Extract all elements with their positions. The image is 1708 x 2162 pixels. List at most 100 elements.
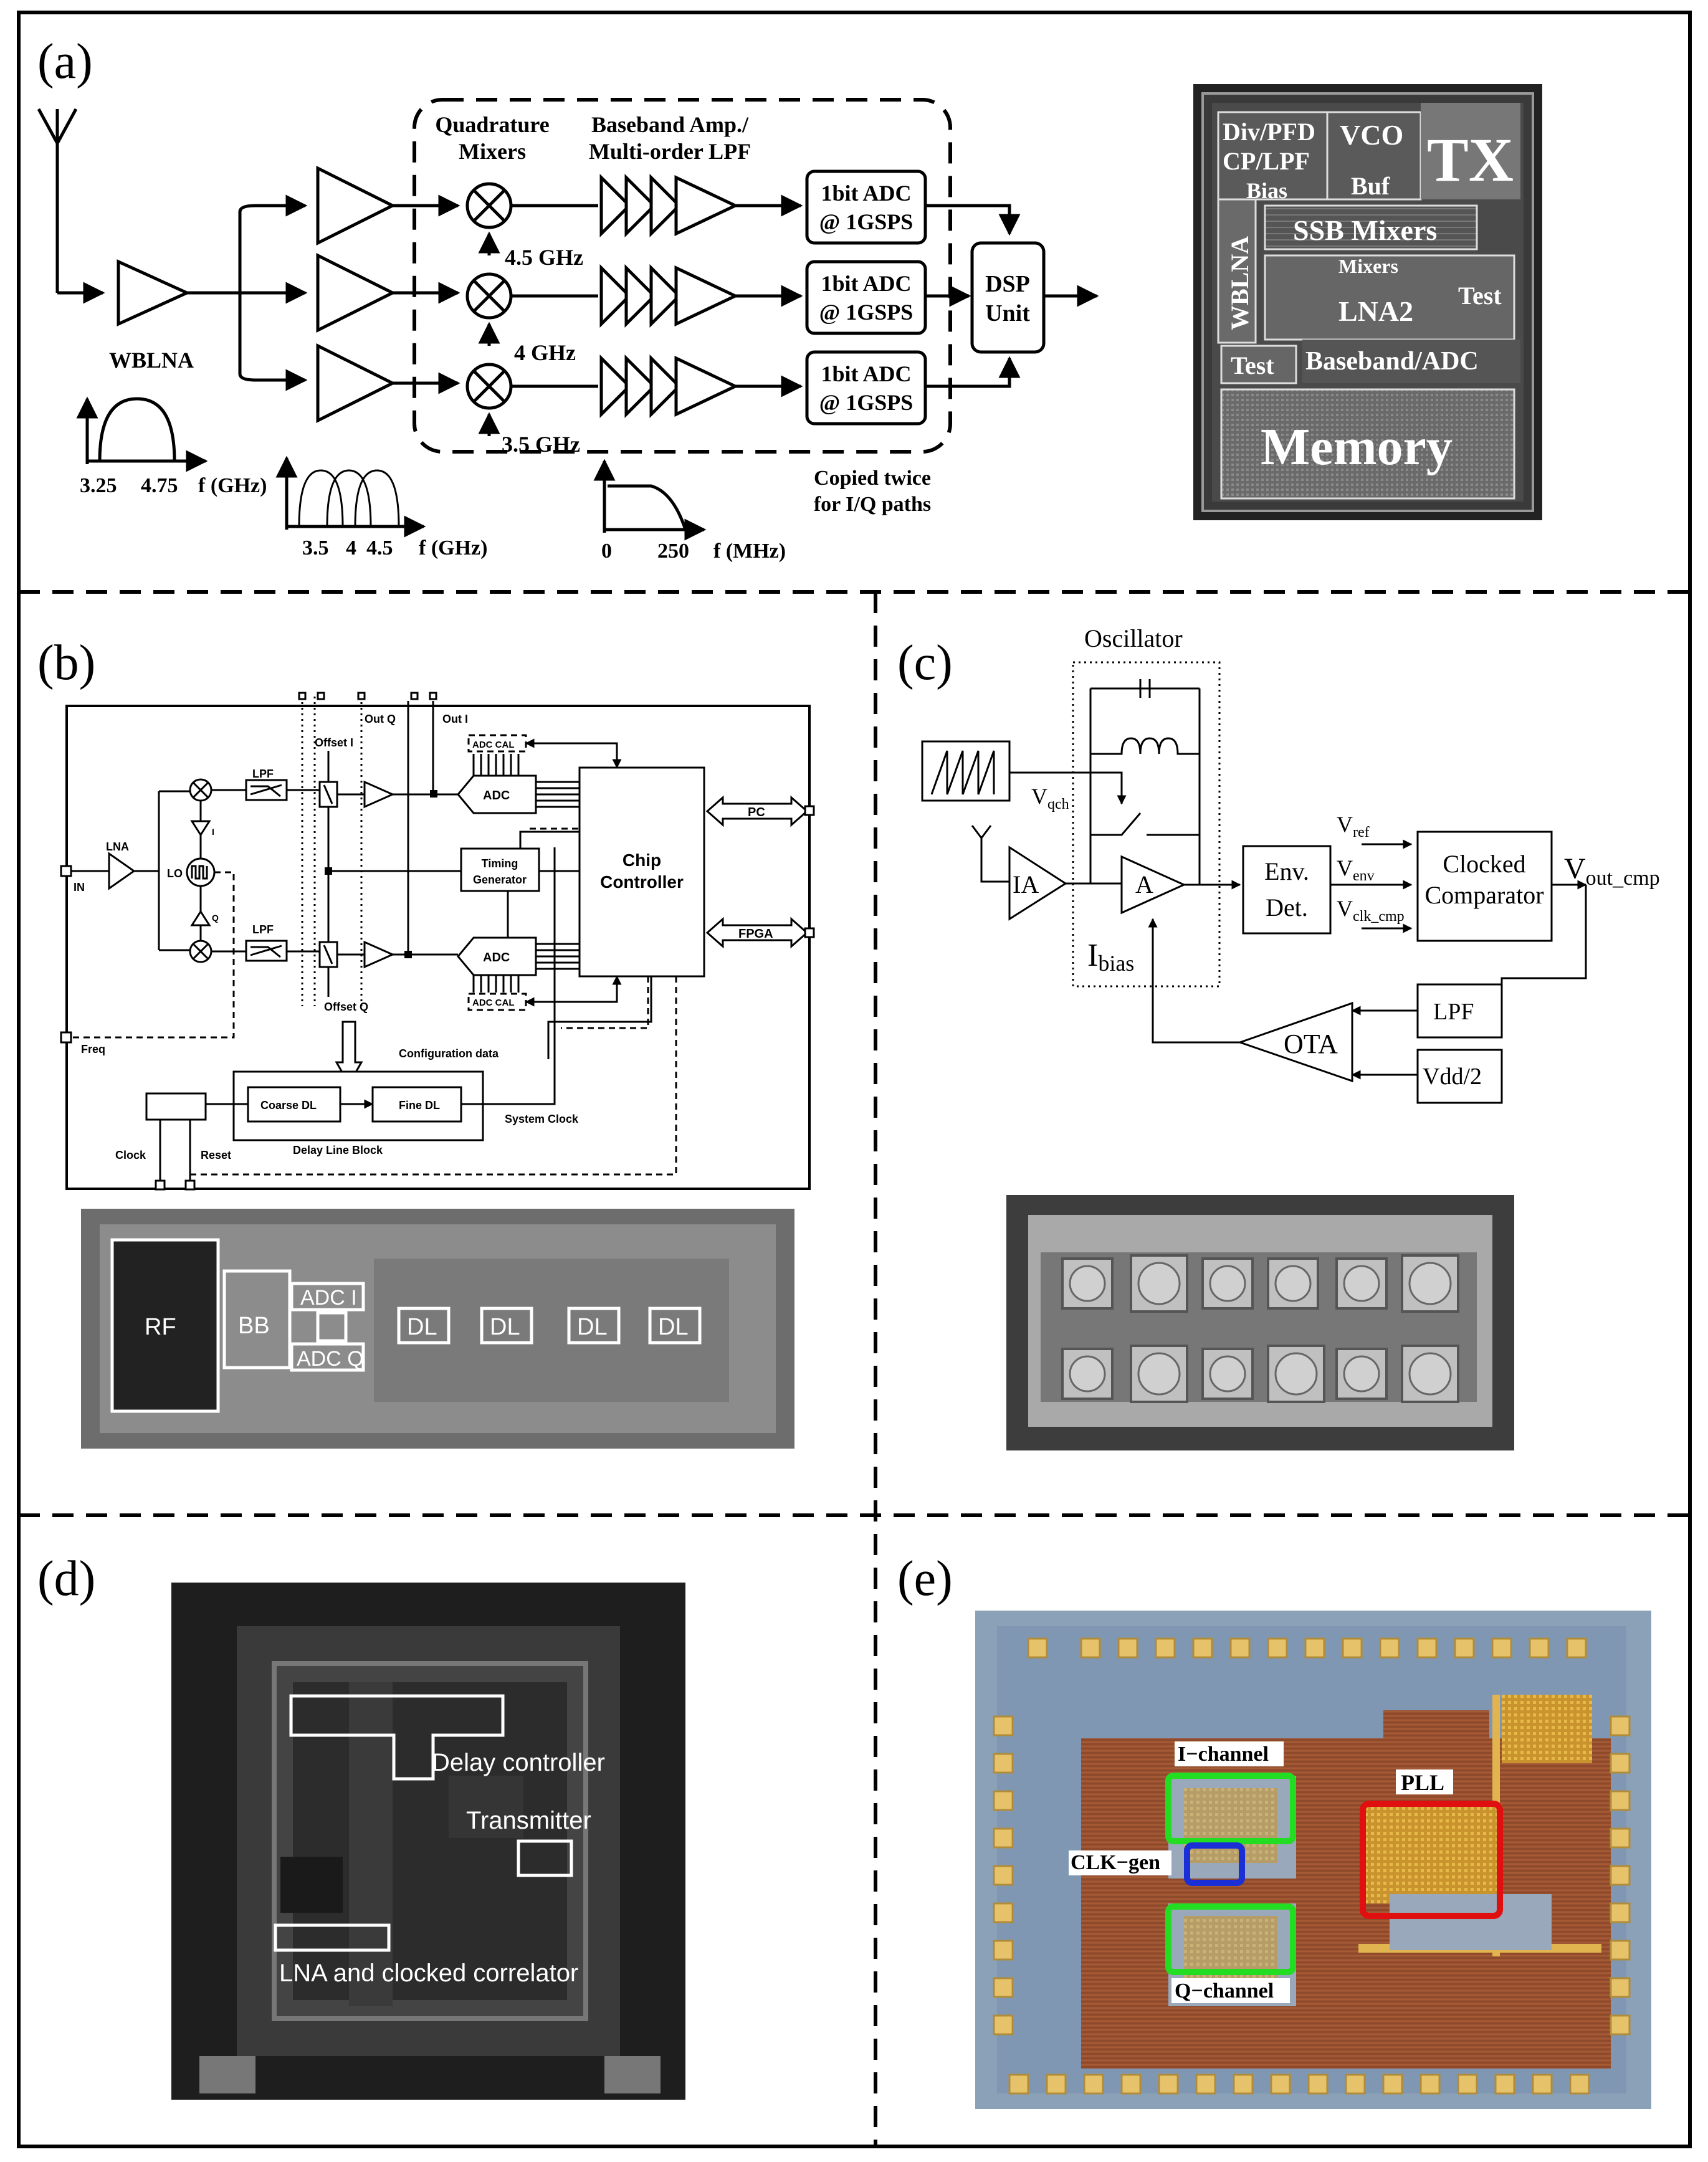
svg-text:Offset Q: Offset Q bbox=[324, 1001, 368, 1013]
svg-text:ADC I: ADC I bbox=[300, 1286, 357, 1310]
wblna-spectrum: 3.25 4.75 f (GHz) bbox=[76, 396, 267, 497]
svg-text:ADC CAL: ADC CAL bbox=[472, 740, 515, 750]
svg-text:Test: Test bbox=[1458, 282, 1502, 310]
svg-text:FPGA: FPGA bbox=[738, 927, 773, 941]
lo-freq-2: 4 GHz bbox=[514, 340, 576, 365]
dsp-unit bbox=[970, 241, 1046, 354]
figure-border bbox=[17, 11, 1692, 2148]
svg-text:LNA2: LNA2 bbox=[1338, 295, 1413, 327]
svg-text:4: 4 bbox=[346, 536, 356, 560]
svg-text:Delay controller: Delay controller bbox=[432, 1749, 605, 1776]
svg-text:Q: Q bbox=[212, 913, 219, 923]
pll-highlight bbox=[1360, 1801, 1503, 1919]
svg-text:DL: DL bbox=[407, 1314, 437, 1340]
svg-text:Test: Test bbox=[1231, 351, 1274, 379]
panel-d-die-photo bbox=[171, 1583, 685, 2100]
panel-d-label: (d) bbox=[37, 1551, 95, 1606]
svg-text:3.5: 3.5 bbox=[302, 536, 329, 560]
svg-text:Env.Det.: Env.Det. bbox=[1264, 857, 1309, 921]
pll-label: PLL bbox=[1401, 1770, 1444, 1795]
svg-text:BB: BB bbox=[238, 1313, 270, 1339]
panel-b: (b) IN LNA I LO Q Freq LPF LPF bbox=[37, 636, 815, 1449]
i-channel-highlight bbox=[1165, 1773, 1296, 1844]
svg-text:IA: IA bbox=[1013, 870, 1039, 898]
svg-text:Vclk_cmp: Vclk_cmp bbox=[1337, 896, 1405, 925]
svg-text:SSB Mixers: SSB Mixers bbox=[1293, 214, 1437, 246]
panel-b-label: (b) bbox=[37, 636, 95, 690]
svg-text:DL: DL bbox=[577, 1314, 608, 1340]
lpf-response: 0 250 f (MHz) bbox=[593, 459, 786, 563]
svg-text:LPF: LPF bbox=[1433, 999, 1474, 1025]
svg-text:4.75: 4.75 bbox=[141, 474, 178, 497]
svg-text:Vqch: Vqch bbox=[1031, 784, 1069, 812]
svg-text:1bit ADC@ 1GSPS: 1bit ADC@ 1GSPS bbox=[819, 361, 914, 415]
svg-text:Delay Line Block: Delay Line Block bbox=[293, 1144, 383, 1156]
svg-text:3.25: 3.25 bbox=[80, 474, 117, 497]
svg-text:CP/LPF: CP/LPF bbox=[1223, 147, 1310, 175]
svg-text:Buf: Buf bbox=[1351, 172, 1390, 200]
branch-3 bbox=[316, 343, 513, 436]
panel-e-label: (e) bbox=[897, 1551, 953, 1606]
svg-text:Baseband/ADC: Baseband/ADC bbox=[1305, 347, 1479, 376]
channel-spectrum: 3.5 4 4.5 f (GHz) bbox=[275, 455, 487, 560]
svg-text:DL: DL bbox=[658, 1314, 689, 1340]
i-channel-label: I−channel bbox=[1178, 1743, 1269, 1766]
oscillator-box bbox=[1072, 661, 1221, 988]
panel-e-die-photo: I−channel CLK−gen Q−channel PLL bbox=[975, 1611, 1651, 2109]
adc-blocks: 1bit ADC@ 1GSPS 1bit ADC@ 1GSPS 1bit ADC… bbox=[805, 169, 927, 426]
svg-text:RF: RF bbox=[145, 1314, 176, 1340]
baseband-amp-label: Baseband Amp./Multi-order LPF bbox=[589, 112, 751, 164]
svg-text:LNA and clocked correlator: LNA and clocked correlator bbox=[279, 1960, 578, 1987]
lo-freq-1: 4.5 GHz bbox=[505, 245, 583, 270]
svg-text:Coarse DL: Coarse DL bbox=[260, 1099, 317, 1112]
iq-copy-box bbox=[413, 98, 952, 454]
svg-text:Transmitter: Transmitter bbox=[466, 1807, 591, 1834]
panel-a-die-photo: Div/PFD CP/LPF Bias VCO Buf TX WBLNA SSB… bbox=[1193, 84, 1542, 520]
oscillator-label: Oscillator bbox=[1084, 624, 1183, 652]
svg-text:0: 0 bbox=[601, 540, 612, 563]
svg-text:ADC Q: ADC Q bbox=[297, 1347, 364, 1371]
svg-text:Out I: Out I bbox=[442, 713, 468, 725]
svg-text:Venv: Venv bbox=[1337, 855, 1375, 884]
svg-text:ADC: ADC bbox=[483, 951, 510, 964]
svg-text:Freq: Freq bbox=[81, 1043, 105, 1055]
svg-text:Vref: Vref bbox=[1337, 812, 1370, 841]
svg-text:f (MHz): f (MHz) bbox=[713, 540, 786, 563]
svg-text:Configuration data: Configuration data bbox=[399, 1047, 499, 1060]
clk-gen-highlight bbox=[1184, 1842, 1245, 1886]
antenna-icon bbox=[37, 108, 78, 293]
panel-c-label: (c) bbox=[897, 636, 953, 690]
svg-text:IN: IN bbox=[74, 881, 85, 893]
wblna-amplifier bbox=[117, 259, 191, 326]
q-channel-label: Q−channel bbox=[1175, 1979, 1274, 2002]
svg-text:Vdd/2: Vdd/2 bbox=[1423, 1064, 1482, 1090]
svg-text:1bit ADC@ 1GSPS: 1bit ADC@ 1GSPS bbox=[819, 181, 914, 234]
q-channel-highlight bbox=[1165, 1903, 1296, 1975]
svg-text:WBLNA: WBLNA bbox=[1226, 236, 1254, 330]
svg-text:Offset I: Offset I bbox=[315, 736, 353, 749]
svg-text:Mixers: Mixers bbox=[1338, 255, 1398, 277]
branch-1 bbox=[316, 165, 513, 255]
panel-c: (c) Oscillator Vqch IA A Ibias Env.Det. … bbox=[897, 624, 1660, 1450]
panel-a-label: (a) bbox=[37, 34, 93, 89]
svg-text:f (GHz): f (GHz) bbox=[419, 536, 487, 560]
svg-text:LO: LO bbox=[167, 867, 183, 880]
svg-text:System Clock: System Clock bbox=[505, 1113, 579, 1125]
svg-text:f (GHz): f (GHz) bbox=[198, 474, 267, 497]
svg-text:Div/PFD: Div/PFD bbox=[1223, 118, 1315, 146]
svg-text:Fine DL: Fine DL bbox=[399, 1099, 440, 1112]
svg-text:Ibias: Ibias bbox=[1087, 938, 1134, 976]
panel-b-die-photo: RF BB ADC I ADC Q DL DL DL DL bbox=[81, 1209, 794, 1449]
panel-e: (e) bbox=[897, 1551, 1651, 2109]
svg-text:A: A bbox=[1135, 870, 1153, 898]
svg-text:Reset: Reset bbox=[201, 1149, 231, 1161]
svg-text:LNA: LNA bbox=[106, 841, 129, 853]
svg-text:VCO: VCO bbox=[1340, 119, 1403, 151]
svg-text:4.5: 4.5 bbox=[366, 536, 393, 560]
clk-gen-label: CLK−gen bbox=[1071, 1851, 1160, 1874]
